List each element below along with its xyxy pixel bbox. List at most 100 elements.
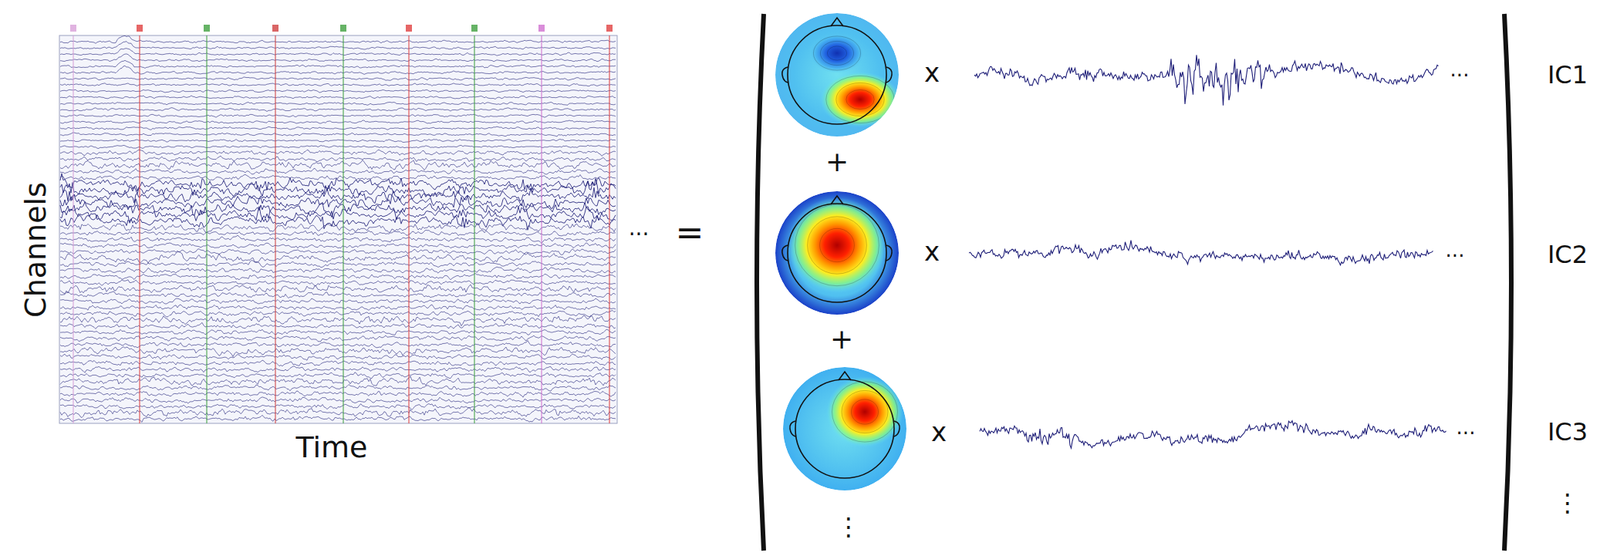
eeg-trace bbox=[60, 108, 616, 112]
eeg-trace bbox=[60, 194, 616, 210]
eeg-trace bbox=[60, 155, 616, 163]
event-marker bbox=[70, 24, 77, 32]
eeg-trace bbox=[60, 235, 616, 244]
ic-time-course bbox=[968, 240, 1434, 266]
event-marker bbox=[340, 24, 347, 32]
event-line bbox=[138, 35, 140, 424]
eeg-trace bbox=[60, 229, 616, 237]
eeg-trace bbox=[60, 187, 616, 203]
eeg-trace bbox=[60, 145, 616, 149]
eeg-trace bbox=[60, 284, 616, 294]
eeg-trace bbox=[60, 174, 616, 180]
topographic-map bbox=[775, 13, 901, 137]
eeg-trace bbox=[60, 335, 616, 342]
topographic-map bbox=[783, 367, 907, 491]
continuation-dots: ··· bbox=[1445, 246, 1465, 267]
eeg-trace bbox=[60, 360, 616, 367]
eeg-trace bbox=[60, 54, 616, 62]
event-line bbox=[342, 35, 344, 424]
continuation-dots: ··· bbox=[1456, 423, 1476, 444]
event-line bbox=[274, 35, 276, 424]
eeg-trace bbox=[60, 266, 616, 274]
eeg-trace bbox=[60, 280, 616, 287]
eeg-trace bbox=[60, 77, 616, 81]
event-marker bbox=[606, 24, 613, 32]
eeg-trace bbox=[60, 354, 616, 361]
eeg-trace bbox=[60, 132, 616, 137]
eeg-trace bbox=[60, 273, 616, 281]
eeg-trace bbox=[60, 160, 616, 171]
continuation-dots: ··· bbox=[1450, 65, 1470, 86]
eeg-trace bbox=[60, 65, 616, 75]
continuation-dots: ··· bbox=[628, 223, 650, 246]
event-marker bbox=[136, 24, 143, 32]
topographic-map bbox=[775, 191, 899, 315]
event-marker bbox=[471, 24, 478, 32]
plus-sign: + bbox=[830, 325, 854, 354]
eeg-trace bbox=[60, 243, 616, 249]
ic-time-course bbox=[979, 421, 1447, 449]
eeg-trace bbox=[60, 173, 616, 192]
event-marker bbox=[272, 24, 279, 32]
event-marker bbox=[203, 24, 210, 32]
event-line bbox=[408, 35, 409, 424]
eeg-trace bbox=[60, 138, 616, 142]
eeg-trace bbox=[60, 376, 616, 386]
eeg-trace bbox=[60, 315, 616, 327]
plus-sign: + bbox=[825, 148, 849, 176]
eeg-trace bbox=[60, 95, 616, 100]
equals-sign: = bbox=[675, 216, 705, 250]
eeg-trace bbox=[60, 168, 616, 175]
eeg-trace bbox=[60, 222, 616, 233]
eeg-trace bbox=[60, 340, 616, 348]
event-marker bbox=[538, 24, 545, 32]
eeg-trace bbox=[60, 35, 616, 44]
component-label: IC2 bbox=[1547, 242, 1588, 267]
eeg-trace bbox=[60, 126, 616, 130]
eeg-trace bbox=[60, 213, 616, 230]
event-marker bbox=[405, 24, 412, 32]
left-bracket bbox=[756, 13, 764, 551]
multiply-sign: x bbox=[924, 59, 940, 86]
eeg-trace bbox=[60, 404, 616, 411]
eeg-trace bbox=[60, 120, 616, 124]
eeg-trace bbox=[60, 202, 616, 218]
right-bracket bbox=[1504, 13, 1512, 551]
eeg-trace bbox=[60, 397, 616, 404]
event-line bbox=[72, 35, 74, 424]
eeg-trace bbox=[60, 249, 616, 256]
eeg-trace bbox=[60, 291, 616, 298]
continuation-dots: ⋮ bbox=[1555, 490, 1580, 516]
eeg-trace bbox=[60, 83, 616, 87]
multiply-sign: x bbox=[931, 418, 947, 446]
eeg-trace bbox=[60, 322, 616, 329]
component-label: IC1 bbox=[1547, 62, 1588, 88]
event-line bbox=[473, 35, 475, 424]
event-line bbox=[205, 35, 207, 424]
axis-label: Time bbox=[296, 432, 368, 463]
eeg-trace bbox=[60, 384, 616, 392]
continuation-dots: ⋮ bbox=[836, 514, 861, 540]
eeg-trace bbox=[60, 41, 616, 50]
ic-time-course bbox=[974, 54, 1439, 105]
eeg-trace bbox=[60, 48, 616, 56]
event-line bbox=[608, 35, 610, 424]
eeg-trace bbox=[60, 149, 616, 156]
eeg-trace bbox=[60, 298, 616, 304]
eeg-trace bbox=[60, 329, 616, 335]
eeg-trace bbox=[60, 114, 616, 118]
component-label: IC3 bbox=[1547, 419, 1588, 445]
eeg-trace bbox=[60, 407, 616, 418]
eeg-trace bbox=[60, 101, 616, 105]
eeg-trace bbox=[60, 60, 616, 68]
eeg-trace bbox=[60, 372, 616, 379]
eeg-plot bbox=[59, 24, 618, 424]
eeg-trace bbox=[60, 391, 616, 398]
eeg-trace bbox=[60, 205, 616, 223]
eeg-trace bbox=[60, 304, 616, 311]
eeg-trace bbox=[60, 366, 616, 373]
axis-label: Channels bbox=[20, 182, 51, 318]
eeg-trace bbox=[60, 89, 616, 93]
